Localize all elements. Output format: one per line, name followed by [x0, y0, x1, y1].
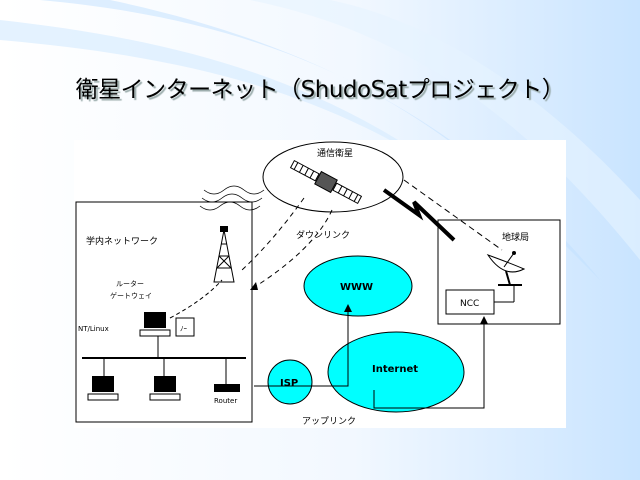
downlink-label: ダウンリンク [296, 229, 350, 241]
gateway-pc-icon: ﾉｰ [139, 312, 195, 337]
svg-text:ﾉｰ: ﾉｰ [180, 325, 187, 333]
downlink-path [241, 197, 305, 271]
linux-label: NT/Linux [78, 325, 109, 333]
network-diagram: 通信衛星 学内ネットワーク 地球局 NCC ダウンリンク [74, 140, 566, 428]
router-icon [214, 384, 240, 392]
internet-label: Internet [372, 364, 418, 375]
ground-station-label: 地球局 [502, 231, 529, 243]
router-label: Router [214, 397, 237, 405]
antenna-tower-icon [213, 226, 235, 283]
slide-title: 衛星インターネット（ShudoSatプロジェクト） [75, 77, 565, 103]
www-cloud [303, 255, 413, 317]
uplink-label: アップリンク [302, 416, 356, 427]
campus-network-box [75, 201, 253, 423]
satellite-link-bolt [382, 188, 456, 242]
internet-cloud [327, 331, 465, 413]
isp-label: ISP [280, 378, 298, 389]
ground-station-box [437, 219, 561, 325]
radio-waves [199, 185, 265, 211]
satellite-dish-icon [486, 251, 526, 286]
www-label: WWW [340, 282, 373, 293]
satellite-orbit [262, 141, 404, 213]
gateway-label-line2: ゲートウェイ [110, 291, 152, 300]
campus-network-label: 学内ネットワーク [86, 235, 158, 247]
satellite-label: 通信衛星 [317, 147, 353, 159]
client-pc-icon [87, 376, 119, 401]
satellite-icon [289, 159, 363, 205]
ncc-box [445, 289, 495, 315]
gateway-label-line1: ルーター [116, 279, 144, 288]
client-pc-icon [149, 376, 181, 401]
uplink-path [254, 310, 349, 387]
isp-circle [267, 359, 313, 405]
ncc-label: NCC [460, 299, 479, 309]
